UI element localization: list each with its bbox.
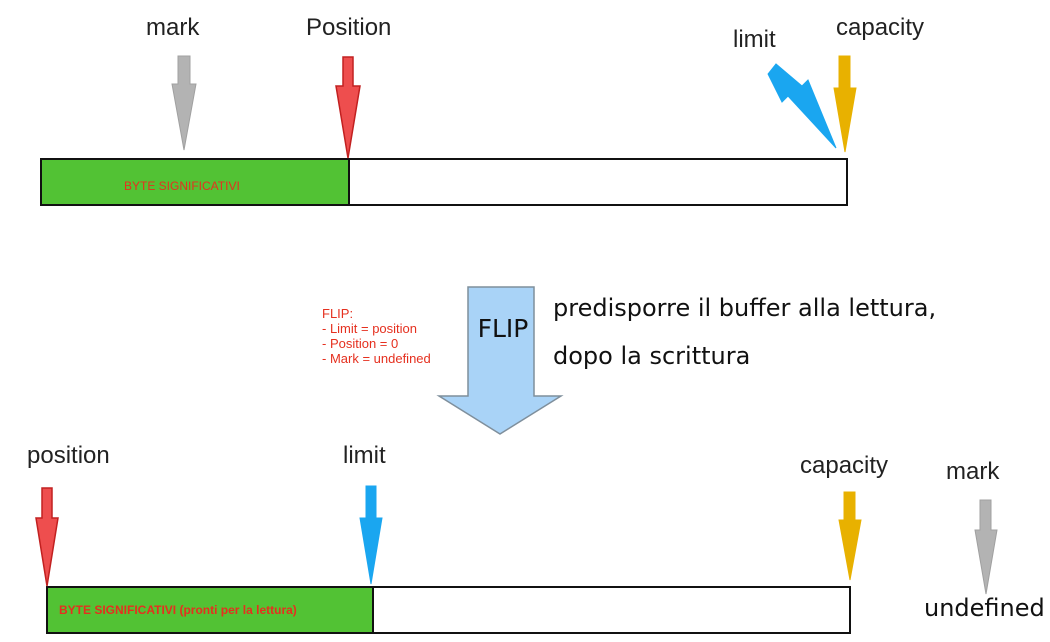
label-capacity-after: capacity xyxy=(800,452,889,479)
label-limit-after: limit xyxy=(343,442,386,469)
limit-pointer-after xyxy=(359,485,383,585)
buffer-before: BYTE SIGNIFICATIVI xyxy=(40,158,848,206)
flip-description-line-2: dopo la scrittura xyxy=(553,342,751,370)
position-pointer-before xyxy=(335,56,361,159)
capacity-pointer-before xyxy=(833,55,857,153)
flip-arrow xyxy=(436,286,564,435)
label-position-before: Position xyxy=(306,14,392,41)
mark-pointer-before xyxy=(171,55,197,151)
flip-description-line-1: predisporre il buffer alla lettura, xyxy=(553,294,937,322)
flip-arrow-label: FLIP xyxy=(478,314,529,343)
label-mark-after: mark xyxy=(946,458,1000,485)
flip-note-title: FLIP: xyxy=(322,306,354,321)
flip-note: FLIP: - Limit = position - Position = 0 … xyxy=(322,306,431,366)
significant-bytes-before xyxy=(42,160,350,204)
significant-bytes-after-label: BYTE SIGNIFICATIVI (pronti per la lettur… xyxy=(59,603,297,617)
flip-note-line: - Position = 0 xyxy=(322,336,399,351)
limit-pointer-before xyxy=(767,63,837,149)
buffer-after: BYTE SIGNIFICATIVI (pronti per la lettur… xyxy=(46,586,851,634)
position-pointer-after xyxy=(35,487,59,587)
label-position-after: position xyxy=(27,442,110,469)
label-limit-before: limit xyxy=(733,26,776,53)
significant-bytes-before-label: BYTE SIGNIFICATIVI xyxy=(124,179,240,193)
mark-pointer-after xyxy=(974,499,998,595)
significant-bytes-after xyxy=(48,588,374,632)
flip-note-line: - Mark = undefined xyxy=(322,351,431,366)
flip-note-line: - Limit = position xyxy=(322,321,418,336)
capacity-pointer-after xyxy=(838,491,862,581)
label-mark-before: mark xyxy=(146,14,200,41)
label-capacity-before: capacity xyxy=(836,14,925,41)
mark-undefined-value: undefined xyxy=(924,594,1045,622)
